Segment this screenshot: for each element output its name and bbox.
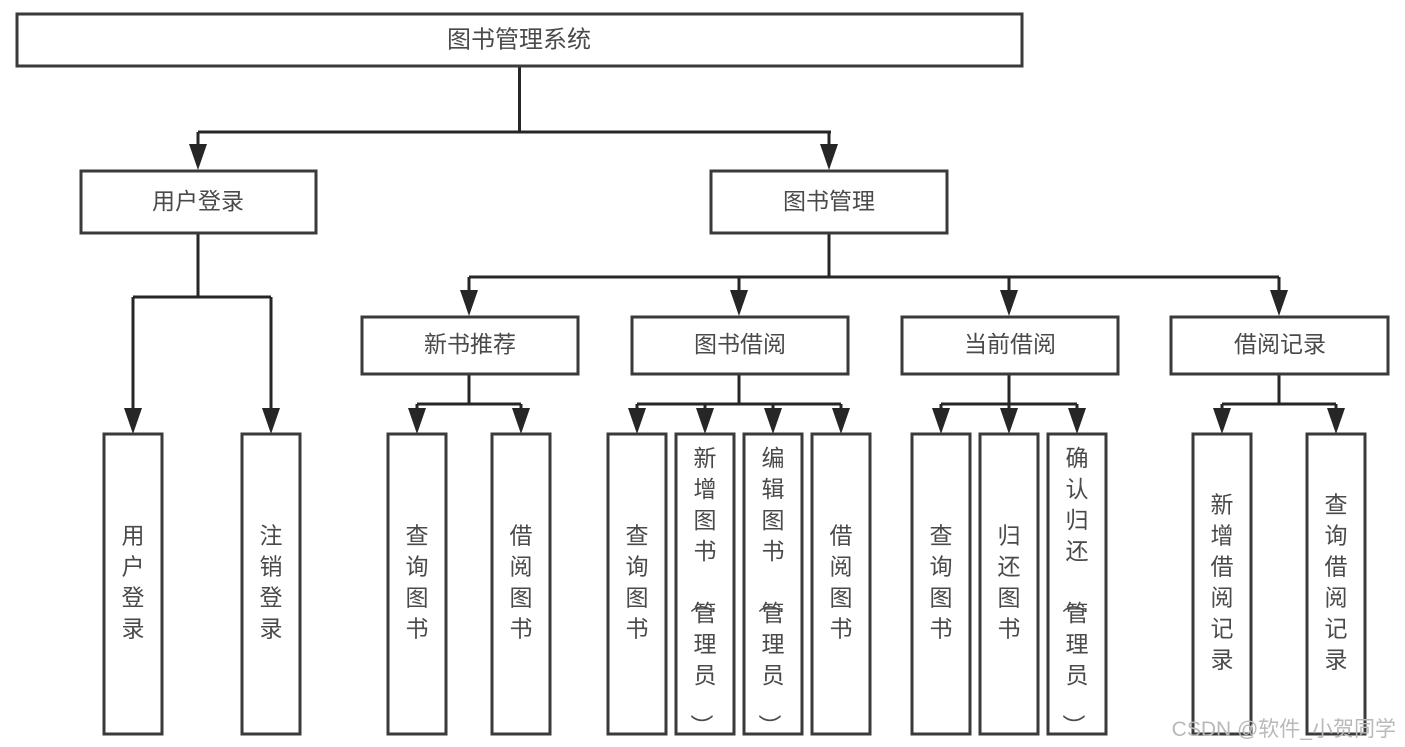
node-root-box[interactable] bbox=[15, 12, 1024, 68]
leaf-user-login-box[interactable] bbox=[102, 432, 164, 736]
leaf-return-book-label: 归还图书 bbox=[998, 523, 1021, 642]
node-borrow-record[interactable]: 借阅记录 bbox=[1169, 315, 1390, 376]
leaf-return-book-box[interactable] bbox=[978, 432, 1040, 736]
arrowhead-new-book-recommend bbox=[460, 290, 478, 316]
leaf-edit-book[interactable]: 编辑图书（管理员） bbox=[742, 432, 804, 737]
node-borrow-record-box[interactable] bbox=[1169, 315, 1390, 376]
node-user-login[interactable]: 用户登录 bbox=[79, 169, 318, 235]
node-root[interactable]: 图书管理系统 bbox=[15, 12, 1024, 68]
node-new-book-recommend-box[interactable] bbox=[360, 315, 580, 376]
arrowhead-user-login bbox=[189, 144, 207, 170]
node-book-borrow-label: 图书借阅 bbox=[694, 331, 786, 357]
arrowhead-leaf-borrow-book-1 bbox=[512, 408, 530, 434]
node-borrow-record-label: 借阅记录 bbox=[1234, 331, 1326, 357]
connector-layer bbox=[124, 66, 1345, 434]
leaf-borrow-book-2-label: 借阅图书 bbox=[830, 523, 853, 642]
arrowhead-leaf-borrow-book-2 bbox=[832, 408, 850, 434]
leaf-borrow-book-1-box[interactable] bbox=[490, 432, 552, 736]
leaf-query-book-1-label: 查询图书 bbox=[406, 523, 429, 642]
leaf-return-book[interactable]: 归还图书 bbox=[978, 432, 1040, 736]
node-current-borrow-box[interactable] bbox=[900, 315, 1120, 376]
leaf-query-book-3-box[interactable] bbox=[910, 432, 972, 736]
arrowhead-borrow-record bbox=[1270, 290, 1288, 316]
leaf-add-book-box[interactable] bbox=[674, 432, 736, 736]
node-current-borrow-label: 当前借阅 bbox=[964, 331, 1056, 357]
leaf-add-record-box[interactable] bbox=[1191, 432, 1253, 736]
leaf-logout-login-box[interactable] bbox=[240, 432, 302, 736]
leaf-add-record-label: 新增借阅记录 bbox=[1211, 492, 1234, 673]
leaf-confirm-return[interactable]: 确认归还（管理员） bbox=[1046, 432, 1108, 737]
arrowhead-leaf-logout-login bbox=[262, 408, 280, 434]
leaf-logout-login[interactable]: 注销登录 bbox=[240, 432, 302, 736]
node-book-management-box[interactable] bbox=[709, 169, 949, 235]
leaf-logout-login-label: 注销登录 bbox=[260, 523, 283, 642]
arrowhead-leaf-return-book bbox=[1000, 408, 1018, 434]
arrowhead-leaf-query-book-3 bbox=[932, 408, 950, 434]
leaf-query-record-box[interactable] bbox=[1305, 432, 1367, 736]
leaf-edit-book-label: 编辑图书（管理员） bbox=[757, 445, 785, 737]
leaf-query-record[interactable]: 查询借阅记录 bbox=[1305, 432, 1367, 736]
node-new-book-recommend-label: 新书推荐 bbox=[424, 331, 516, 357]
arrowhead-book-borrow bbox=[730, 290, 748, 316]
leaf-confirm-return-box[interactable] bbox=[1046, 432, 1108, 736]
leaf-borrow-book-1-label: 借阅图书 bbox=[510, 523, 533, 642]
arrowhead-leaf-user-login bbox=[124, 408, 142, 434]
node-book-borrow[interactable]: 图书借阅 bbox=[630, 315, 850, 376]
arrowhead-leaf-query-book-1 bbox=[408, 408, 426, 434]
arrowhead-book-management bbox=[820, 144, 838, 170]
arrowhead-current-borrow bbox=[1000, 290, 1018, 316]
leaf-borrow-book-2-box[interactable] bbox=[810, 432, 872, 736]
node-root-label: 图书管理系统 bbox=[447, 26, 591, 53]
arrowhead-leaf-edit-book bbox=[764, 408, 782, 434]
leaf-add-book-label: 新增图书（管理员） bbox=[689, 445, 717, 737]
node-book-management[interactable]: 图书管理 bbox=[709, 169, 949, 235]
leaf-query-book-2[interactable]: 查询图书 bbox=[606, 432, 668, 736]
leaf-user-login-label: 用户登录 bbox=[122, 523, 145, 642]
node-new-book-recommend[interactable]: 新书推荐 bbox=[360, 315, 580, 376]
node-book-borrow-box[interactable] bbox=[630, 315, 850, 376]
arrowhead-leaf-query-book-2 bbox=[628, 408, 646, 434]
leaf-confirm-return-label: 确认归还（管理员） bbox=[1061, 445, 1089, 737]
arrowhead-leaf-add-record bbox=[1213, 408, 1231, 434]
leaf-query-book-3-label: 查询图书 bbox=[930, 523, 953, 642]
leaf-query-book-3[interactable]: 查询图书 bbox=[910, 432, 972, 736]
arrowhead-leaf-confirm-return bbox=[1068, 408, 1086, 434]
leaf-query-book-1[interactable]: 查询图书 bbox=[386, 432, 448, 736]
leaf-query-book-2-box[interactable] bbox=[606, 432, 668, 736]
leaf-borrow-book-1[interactable]: 借阅图书 bbox=[490, 432, 552, 736]
leaf-add-book[interactable]: 新增图书（管理员） bbox=[674, 432, 736, 737]
leaf-edit-book-box[interactable] bbox=[742, 432, 804, 736]
node-current-borrow[interactable]: 当前借阅 bbox=[900, 315, 1120, 376]
node-user-login-box[interactable] bbox=[79, 169, 318, 235]
leaf-add-record[interactable]: 新增借阅记录 bbox=[1191, 432, 1253, 736]
arrowhead-leaf-query-record bbox=[1327, 408, 1345, 434]
leaf-user-login[interactable]: 用户登录 bbox=[102, 432, 164, 736]
leaf-query-book-2-label: 查询图书 bbox=[626, 523, 649, 642]
arrowhead-leaf-add-book bbox=[696, 408, 714, 434]
node-book-management-label: 图书管理 bbox=[783, 188, 875, 214]
leaf-query-book-1-box[interactable] bbox=[386, 432, 448, 736]
csdn-watermark: CSDN @软件_小贺同学 bbox=[1172, 718, 1396, 741]
node-user-login-label: 用户登录 bbox=[152, 188, 244, 214]
leaf-query-record-label: 查询借阅记录 bbox=[1325, 492, 1348, 673]
leaf-borrow-book-2[interactable]: 借阅图书 bbox=[810, 432, 872, 736]
